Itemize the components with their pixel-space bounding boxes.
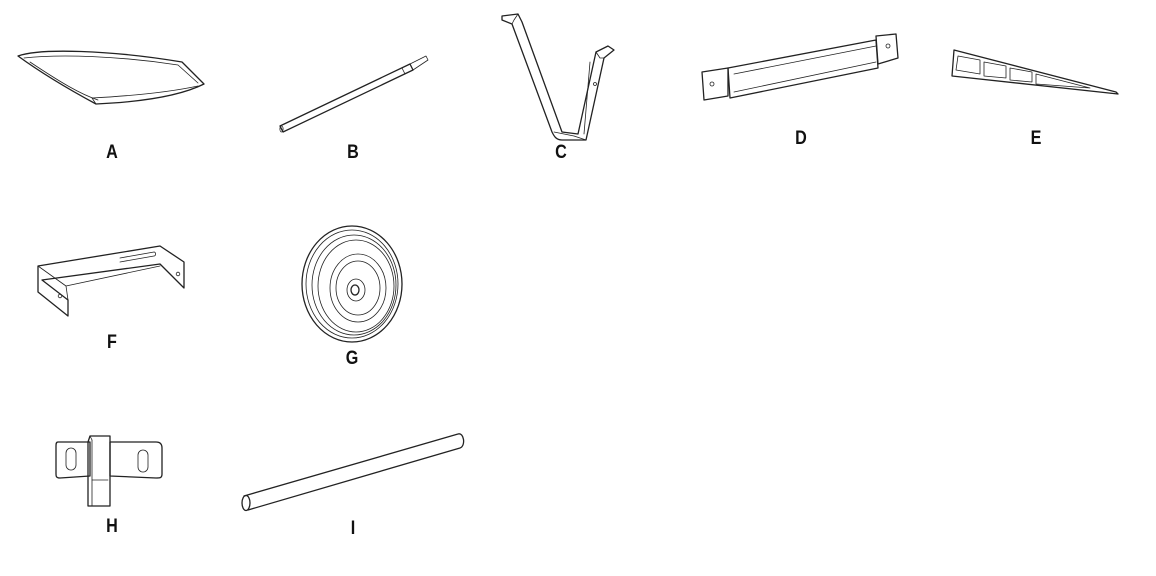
- u-bracket-icon: [37, 245, 185, 317]
- part-g-label: G: [345, 348, 359, 369]
- v-brace-icon: [501, 13, 615, 141]
- part-i-label: I: [350, 518, 356, 539]
- wheelbarrow-tray-icon: [17, 50, 205, 105]
- part-d-label: D: [795, 128, 807, 149]
- part-b-label: B: [347, 142, 359, 163]
- part-b: B: [270, 40, 440, 170]
- part-h: H: [40, 420, 180, 550]
- part-f-label: F: [107, 332, 117, 353]
- wheel-icon: [301, 225, 403, 343]
- tube-icon: [241, 433, 465, 512]
- part-e: E: [940, 30, 1140, 160]
- part-e-label: E: [1030, 128, 1042, 149]
- support-leg-icon: [951, 49, 1119, 95]
- part-c: C: [490, 0, 630, 170]
- axle-mount-bracket-icon: [55, 435, 163, 507]
- part-a-label: A: [106, 142, 118, 163]
- part-f: F: [20, 230, 200, 360]
- axle-rod-icon: [279, 55, 429, 133]
- part-g: G: [290, 220, 420, 370]
- part-d: D: [690, 20, 920, 160]
- part-h-label: H: [106, 516, 118, 537]
- part-a: A: [0, 0, 230, 170]
- part-i: I: [230, 420, 480, 550]
- part-c-label: C: [555, 142, 567, 163]
- handle-bar-icon: [701, 33, 899, 101]
